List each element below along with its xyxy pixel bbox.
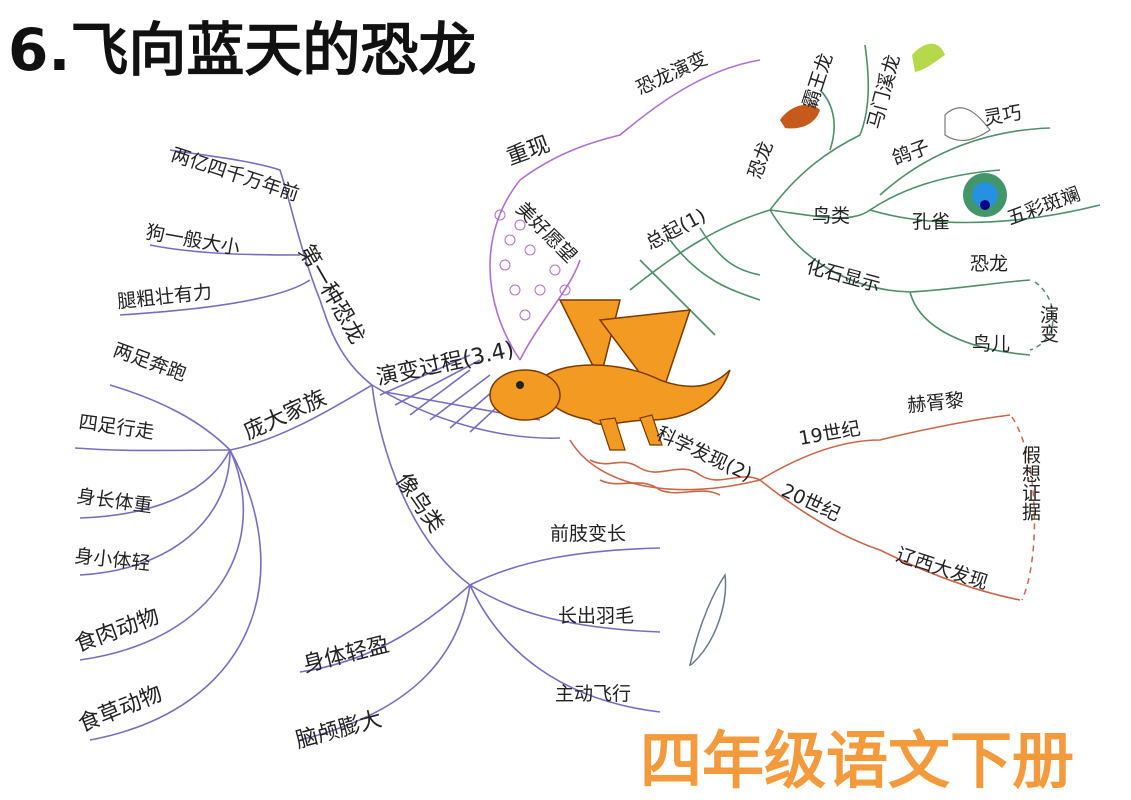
summary-peacock-line (869, 204, 1101, 224)
birdlike-right-1-label: 前肢变长 (550, 523, 626, 545)
birdlike-right-1 (469, 547, 661, 586)
peacock-label: 孔雀 (912, 211, 950, 233)
family-item-6: 食草动物 (75, 681, 166, 737)
science-20c-label: 20世纪 (778, 480, 844, 526)
summary-dino-label: 恐龙 (744, 138, 778, 181)
summary-birds-label: 鸟类 (812, 205, 850, 227)
summary-dino-item-1: 霸王龙 (799, 51, 838, 112)
birdlike-right-2 (469, 584, 661, 633)
fossil-label: 化石显示 (804, 256, 883, 297)
family-line-6 (89, 449, 262, 741)
science-19c-label: 19世纪 (797, 417, 862, 449)
reproduce-branch (489, 59, 761, 361)
science-main-line (569, 439, 761, 491)
first-dino-line-1 (169, 149, 321, 301)
family-main-line (229, 384, 373, 451)
evolution-branch (74, 149, 661, 741)
fossil-arrow-label: 演变 (1037, 305, 1059, 343)
science-20c-line (759, 479, 1021, 601)
reproduce-item-2: 美好愿望 (511, 198, 580, 267)
pigeon-trait: 灵巧 (982, 102, 1023, 130)
birdlike-main-line (371, 384, 471, 586)
reproduce-label: 重现 (504, 132, 554, 171)
family-item-3: 身长体重 (75, 485, 153, 517)
science-19c-line (759, 414, 1011, 481)
family-line-3 (79, 449, 231, 519)
science-19c-item: 赫胥黎 (906, 389, 965, 417)
summary-dino-line (769, 44, 870, 211)
evolve-arrow (1029, 281, 1054, 351)
family-item-2: 四足行走 (77, 411, 155, 443)
family-label: 庞大家族 (240, 386, 330, 446)
first-dino-item-2: 狗一般大小 (144, 221, 241, 259)
summary-main-line (629, 209, 771, 291)
summary-fossil-line (769, 209, 1031, 293)
tyrannosaurus-icon (780, 104, 820, 129)
pigeon-icon (944, 107, 991, 142)
birdlike-right-2-label: 长出羽毛 (558, 605, 634, 627)
science-20c-item: 辽西大发现 (893, 544, 990, 594)
fossil-top: 恐龙 (970, 253, 1008, 275)
family-item-1: 两足奔跑 (110, 339, 189, 386)
family-item-4: 身小体轻 (73, 545, 151, 575)
family-line-5 (79, 449, 245, 661)
summary-pigeon-line (879, 127, 1051, 196)
first-dino-line-2 (149, 244, 301, 256)
science-branch (569, 414, 1036, 601)
birdlike-left-2-label: 脑颅膨大 (293, 707, 384, 754)
reproduce-wish-line (519, 259, 581, 361)
flower-pattern (494, 209, 571, 321)
summary-branch (629, 43, 1101, 356)
reproduce-item-1: 恐龙演变 (633, 47, 711, 99)
grade-subtitle: 四年级语文下册 (640, 724, 1074, 797)
reproduce-main-line (489, 59, 761, 361)
birdlike-right-3 (469, 584, 661, 713)
page-title: 6.飞向蓝天的恐龙 (8, 16, 476, 84)
birdlike-left-1-label: 身体轻盈 (300, 632, 391, 678)
mamenchisaurus-icon (912, 43, 945, 72)
feather-icon (688, 572, 727, 667)
hypothesis-arrow (1011, 416, 1036, 601)
birdlike-left-2 (299, 584, 471, 741)
summary-dino-line-2 (819, 89, 835, 151)
family-line-1 (109, 384, 231, 451)
peacock-icon (963, 173, 1007, 217)
science-maze (589, 459, 761, 496)
family-item-5: 食肉动物 (72, 604, 163, 658)
evolution-main-line (319, 299, 561, 439)
first-dino-line-3 (119, 279, 311, 316)
peacock-trait: 五彩斑斓 (1004, 183, 1083, 230)
dragon-icon (489, 299, 731, 451)
summary-dino-item-2: 马门溪龙 (864, 52, 905, 131)
hypothesis-label: 假想证据 (1019, 445, 1041, 521)
birdlike-left-1 (299, 584, 471, 673)
family-line-4 (79, 449, 231, 576)
family-line-2 (74, 447, 231, 452)
birdlike-right-3-label: 主动飞行 (555, 683, 631, 705)
evolution-hatch (379, 354, 541, 433)
summary-fossil-line-2 (909, 291, 1031, 356)
summary-web (639, 227, 761, 336)
fossil-bottom: 鸟儿 (972, 333, 1010, 355)
pigeon-label: 鸽子 (889, 136, 932, 170)
